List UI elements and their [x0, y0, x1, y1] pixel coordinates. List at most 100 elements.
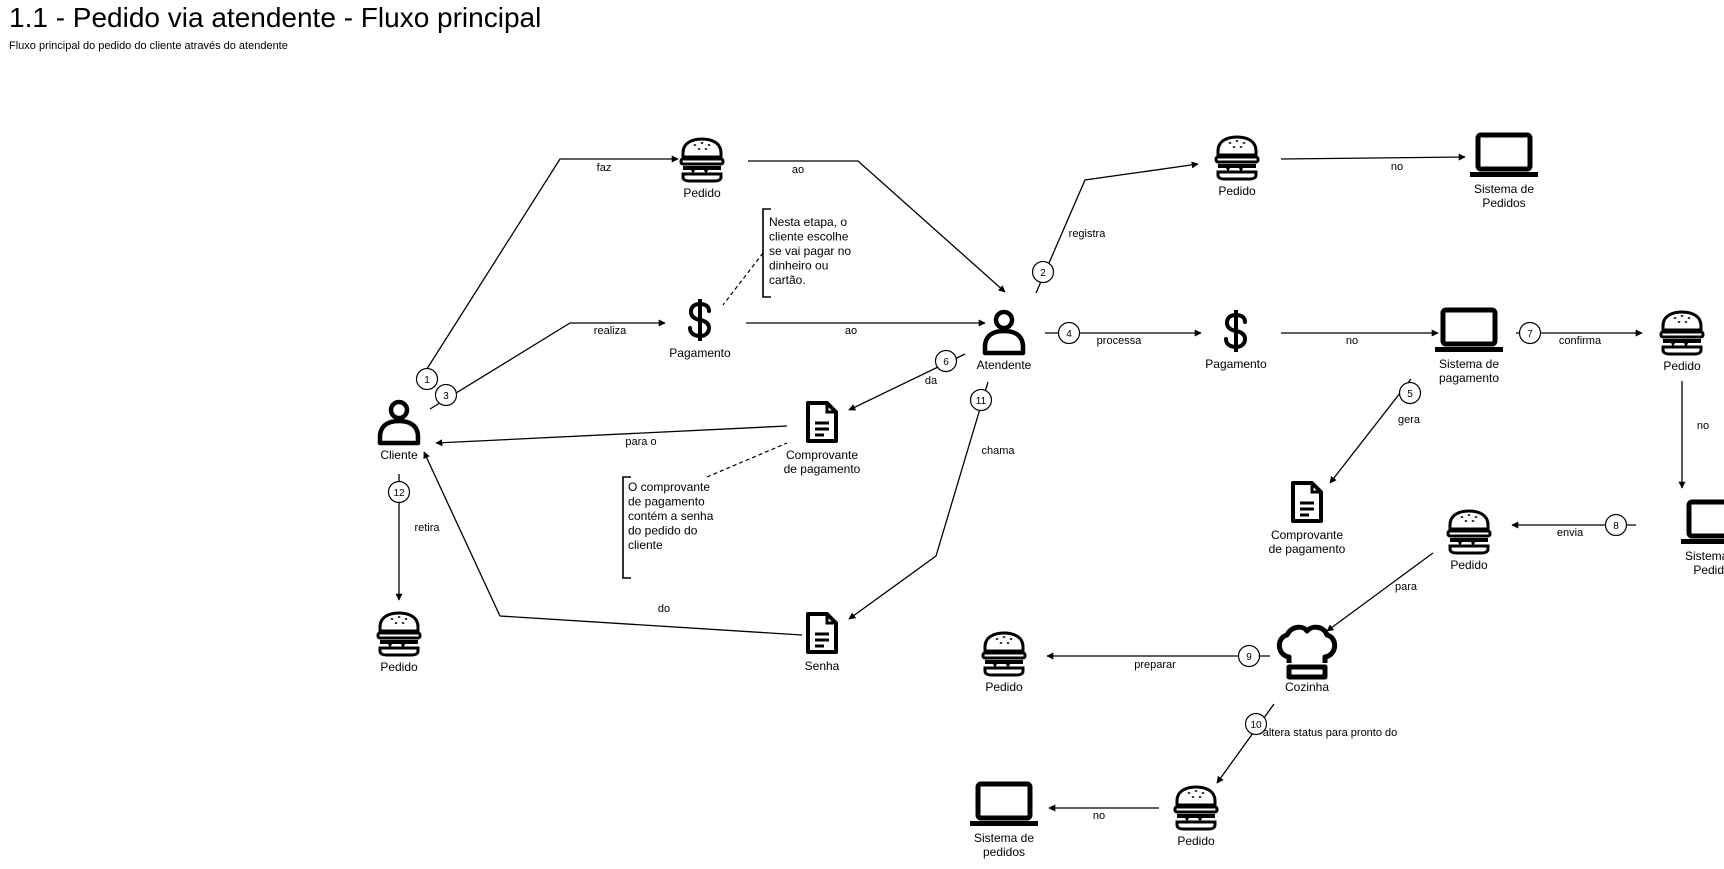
step-badge: 10: [1244, 712, 1268, 736]
step-badge: 5: [1398, 381, 1422, 405]
step-number: 11: [976, 396, 987, 407]
step-badge: 1: [415, 367, 439, 391]
document-icon: [806, 612, 838, 654]
node-label: Pedido: [1663, 359, 1701, 373]
edge-label: retira: [414, 522, 440, 534]
edge-label: envia: [1557, 527, 1584, 539]
edge-label: do: [658, 603, 670, 615]
step-number: 3: [443, 391, 449, 402]
burger-icon: [1659, 310, 1705, 356]
edge-label: no: [1697, 420, 1709, 432]
edge-label: gera: [1398, 414, 1421, 426]
node-label: Sistema de: [1439, 357, 1499, 371]
step-badge: 4: [1057, 321, 1081, 345]
person-icon: [377, 399, 421, 446]
node-label: Pedido: [1450, 558, 1488, 572]
step-badge: 9: [1237, 644, 1261, 668]
edge-label: confirma: [1559, 335, 1602, 347]
step-number: 1: [424, 375, 430, 386]
note-line: O comprovante: [628, 480, 710, 494]
edge-arrow: [1329, 378, 1412, 484]
node-pedido-envia: Pedido: [1446, 509, 1492, 572]
document-icon: [806, 401, 838, 443]
note-line: Nesta etapa, o: [769, 215, 847, 229]
node-senha: Senha: [805, 612, 840, 673]
step-number: 7: [1527, 329, 1533, 340]
laptop-icon: [1435, 307, 1503, 352]
step-number: 2: [1040, 268, 1046, 279]
page-title: 1.1 - Pedido via atendente - Fluxo princ…: [9, 2, 542, 33]
node-pedido-preparar: Pedido: [981, 631, 1027, 694]
edge-label: no: [1391, 161, 1403, 173]
laptop-icon: [970, 781, 1038, 826]
node-cozinha: Cozinha: [1276, 624, 1338, 694]
edge-arrow: [748, 160, 1006, 293]
node-cliente: Cliente: [377, 399, 421, 462]
node-label: Pedido: [985, 680, 1023, 694]
burger-icon: [1214, 135, 1260, 181]
edge-label: faz: [597, 162, 612, 174]
node-label: pagamento: [1439, 371, 1499, 385]
node-label: de pagamento: [1269, 542, 1346, 556]
node-label: Cozinha: [1285, 680, 1329, 694]
edge-label: no: [1093, 810, 1105, 822]
person-icon: [982, 309, 1026, 356]
step-number: 5: [1407, 389, 1413, 400]
edge-label: processa: [1097, 335, 1143, 347]
edge-label: registra: [1069, 228, 1107, 240]
note-line: de pagamento: [628, 495, 705, 509]
node-label: Sistema de: [974, 831, 1034, 845]
note-line: se vai pagar no: [769, 244, 851, 258]
note-line: dinheiro ou: [769, 259, 828, 273]
burger-icon: [376, 611, 422, 657]
step-badge: 12: [387, 480, 411, 504]
edge-label: altera status para pronto do: [1263, 727, 1398, 739]
edge-label: no: [1346, 335, 1358, 347]
node-label: Pedidos: [1693, 563, 1724, 577]
chef-hat-icon: [1276, 624, 1338, 680]
node-label: Pedido: [1177, 834, 1215, 848]
edge-label: para o: [625, 436, 656, 448]
note-line: cliente escolhe: [769, 230, 849, 244]
step-number: 10: [1250, 720, 1262, 731]
node-pagamento-left: Pagamento: [669, 299, 731, 360]
note-line: cartão.: [769, 273, 806, 287]
edge-arrow: [1035, 161, 1199, 294]
node-label: Pedido: [380, 660, 418, 674]
node-label: Senha: [805, 659, 840, 673]
edge-arrow: [1326, 552, 1434, 632]
node-label: Pedidos: [1482, 196, 1525, 210]
edge-arrow: [435, 425, 788, 447]
node-label: Sistema de: [1474, 182, 1534, 196]
node-label: Pedido: [683, 186, 721, 200]
node-label: de pagamento: [784, 462, 861, 476]
document-icon: [1291, 481, 1323, 523]
burger-icon: [1173, 785, 1219, 831]
step-badge: 8: [1604, 513, 1628, 537]
laptop-icon: [1470, 132, 1538, 177]
edge-arrow: [1280, 153, 1466, 161]
node-label: Pagamento: [669, 346, 731, 360]
node-label: Comprovante: [1271, 528, 1343, 542]
step-badge: 6: [934, 349, 958, 373]
edge-label: chama: [981, 445, 1015, 457]
dollar-icon: [1224, 310, 1248, 352]
edge-label: realiza: [594, 325, 627, 337]
node-pedido-pronto: Pedido: [1173, 785, 1219, 848]
edge-label: da: [925, 375, 938, 387]
step-number: 8: [1613, 521, 1619, 532]
edge-label: para: [1395, 581, 1418, 593]
step-number: 4: [1066, 329, 1072, 340]
edge-label: preparar: [1134, 659, 1176, 671]
note-line: contém a senha: [628, 509, 714, 523]
node-label: pedidos: [983, 845, 1025, 859]
step-number: 12: [393, 488, 405, 499]
